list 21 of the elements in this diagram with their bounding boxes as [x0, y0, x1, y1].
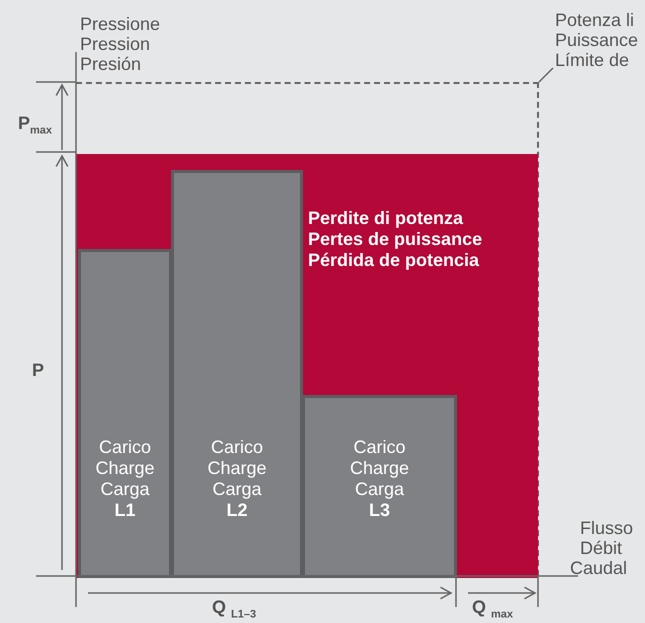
- dimension-label: P$_{max}$: [18, 113, 52, 139]
- power-loss-area: [76, 154, 538, 578]
- axis-label: Presión: [80, 54, 142, 74]
- power-limit-line: [76, 82, 539, 576]
- power-limit-label: Potenza li Puissance Límite de: [555, 10, 645, 70]
- load-label: Carico Charge Carga L2: [206, 437, 268, 521]
- axis-label: Débit: [580, 538, 622, 558]
- dimension-label: Q $_{L1–3}$: [212, 597, 256, 623]
- load-block: [171, 170, 303, 578]
- dimension-label: Q $_{max}$: [472, 597, 514, 623]
- axis-label: Pressione: [80, 14, 160, 34]
- axis-label: Caudal: [570, 558, 628, 578]
- load-block: [302, 395, 457, 578]
- axis-label: Flusso: [580, 518, 634, 538]
- load-block: [78, 249, 172, 578]
- power-loss-text: Perdite di potenza Pertes de puissance Pérdida de potencia: [308, 208, 482, 271]
- dimension-label: P: [32, 360, 44, 380]
- load-label: Carico Charge Carga L3: [348, 437, 410, 521]
- axis-label: Pression: [80, 34, 150, 54]
- leader-line: [538, 67, 554, 83]
- load-label: Carico Charge Carga L1: [94, 437, 156, 521]
